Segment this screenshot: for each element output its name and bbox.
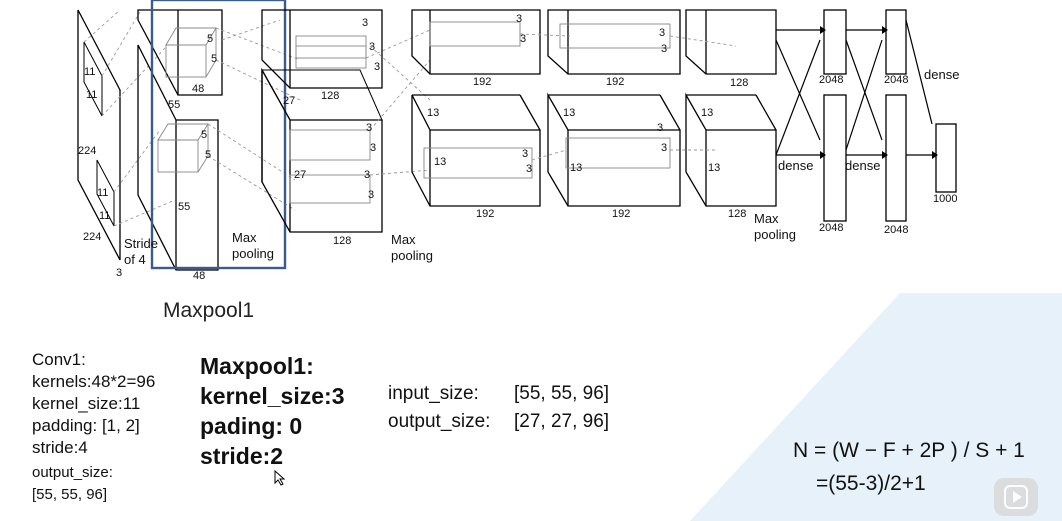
maxpool1-stride: stride:2 [200, 443, 284, 469]
conv5-size-label: 13 [708, 162, 721, 174]
conv4-kernel-label: 3 [661, 43, 668, 55]
conv3-size-label: 13 [427, 107, 440, 119]
conv1-info: Conv1: kernels:48*2=96 kernel_size:11 pa… [32, 349, 155, 506]
conv1-output-value: [55, 55, 96] [32, 486, 108, 503]
conv3-depth-label: 192 [473, 76, 492, 88]
cursor-icon [274, 470, 286, 486]
maxpool-label: Max pooling [391, 232, 433, 263]
conv1-size-label: 55 [168, 99, 181, 111]
conv1-kernel-label: 5 [205, 149, 212, 161]
input-size-value: [55, 55, 96] [514, 383, 610, 404]
conv1-depth-label: 48 [192, 83, 205, 95]
maxpool1-kernel-size: kernel_size:3 [200, 383, 345, 409]
input-width-label: 224 [83, 231, 102, 243]
conv1-padding: padding: [1, 2] [32, 416, 140, 435]
conv4-size-label: 13 [570, 162, 583, 174]
dense-label: dense [778, 158, 814, 173]
maxpool1-padding: pading: 0 [200, 413, 303, 439]
conv1-kernel-label: 5 [207, 33, 214, 45]
conv2-kernel-label: 3 [364, 169, 371, 181]
output-size-label: output_size: [388, 411, 491, 432]
conv4-kernel-label: 3 [659, 27, 666, 39]
conv2-depth-label: 128 [321, 90, 340, 102]
conv1-depth-label: 48 [193, 270, 206, 282]
conv3-kernel-label: 3 [520, 33, 527, 45]
conv1-title: Conv1: [32, 350, 86, 369]
input-kernel-label: 11 [86, 89, 98, 101]
conv1-kernel-label: 5 [201, 129, 208, 141]
maxpool1-info: Maxpool1: kernel_size:3 pading: 0 stride… [200, 351, 344, 471]
conv3-kernel-label: 3 [526, 163, 533, 175]
conv5-depth-label: 128 [728, 208, 747, 220]
conv1-kernel-size: kernel_size:11 [32, 394, 141, 413]
conv2-kernel-label: 3 [374, 61, 381, 73]
conv3-depth-label: 192 [476, 208, 495, 220]
conv2-kernel-label: 3 [368, 189, 375, 201]
input-height-label: 224 [78, 145, 97, 157]
dense-label: dense [845, 158, 881, 173]
highlight-caption: Maxpool1 [163, 299, 255, 322]
conv5-depth-label: 128 [730, 77, 749, 89]
input-kernel-label: 11 [99, 210, 111, 222]
play-icon [1004, 485, 1028, 509]
conv1-output-label: output_size: [32, 464, 113, 481]
conv1-kernel-label: 5 [211, 53, 218, 65]
input-size-label: input_size: [388, 383, 479, 404]
io-sizes: input_size: [55, 55, 96] output_size: [27,… [388, 380, 609, 436]
conv4-depth-label: 192 [612, 208, 631, 220]
maxpool1-title: Maxpool1: [200, 353, 314, 379]
conv4-depth-label: 192 [606, 76, 625, 88]
output-size-label: 1000 [933, 193, 958, 205]
play-button[interactable] [994, 478, 1038, 516]
conv2-size-label: 27 [283, 95, 296, 107]
alexnet-diagram [77, 0, 957, 271]
conv2-kernel-label: 3 [369, 41, 376, 53]
conv1-kernels: kernels:48*2=96 [32, 372, 156, 391]
conv3-kernel-label: 3 [522, 148, 529, 160]
fc-size-label: 2048 [819, 222, 844, 234]
conv2-kernel-label: 3 [370, 142, 377, 154]
maxpool-label: Max pooling [232, 230, 274, 261]
conv2-kernel-label: 3 [362, 17, 369, 29]
conv4-size-label: 13 [563, 107, 576, 119]
output-size-value: [27, 27, 96] [514, 411, 610, 432]
maxpool-label: Max pooling [754, 211, 796, 242]
stride-label: Stride of 4 [124, 236, 158, 267]
conv4-kernel-label: 3 [661, 142, 668, 154]
conv5-size-label: 13 [701, 107, 714, 119]
conv3-kernel-label: 3 [516, 13, 523, 25]
fc-size-label: 2048 [884, 224, 909, 236]
fc-size-label: 2048 [819, 74, 844, 86]
input-kernel-label: 11 [97, 187, 109, 199]
conv2-size-label: 27 [294, 169, 307, 181]
conv1-size-label: 55 [178, 201, 191, 213]
conv2-kernel-label: 3 [366, 122, 373, 134]
conv2-depth-label: 128 [333, 235, 352, 247]
formula-line2: =(55-3)/2+1 [816, 472, 926, 495]
formula-line1: N = (W − F + 2P ) / S + 1 [793, 439, 1025, 462]
input-channels-label: 3 [116, 267, 123, 279]
fc-size-label: 2048 [884, 74, 909, 86]
conv1-stride: stride:4 [32, 438, 88, 457]
input-kernel-label: 11 [84, 66, 96, 78]
dense-label: dense [924, 67, 960, 82]
conv3-size-label: 13 [434, 156, 447, 168]
conv4-kernel-label: 3 [657, 122, 664, 134]
